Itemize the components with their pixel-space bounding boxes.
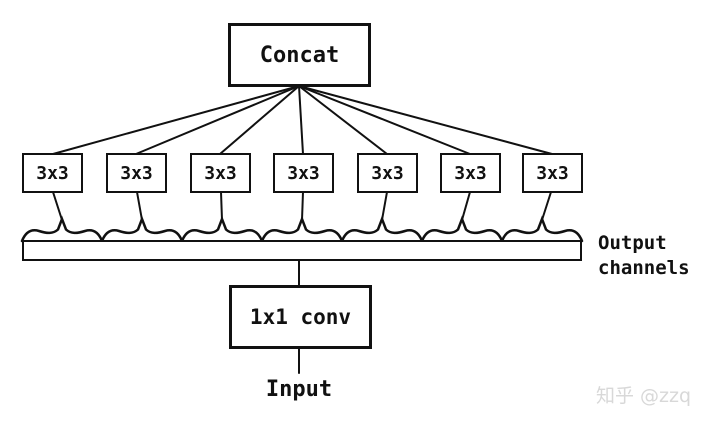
branch-node-4: 3x3 xyxy=(273,153,334,193)
output-channels-bar xyxy=(22,240,582,261)
watermark: 知乎 @zzq xyxy=(596,385,692,407)
output-channels-label: Output channels xyxy=(598,232,690,279)
branch-node-3: 3x3 xyxy=(190,153,251,193)
branch-node-6: 3x3 xyxy=(440,153,501,193)
branch-node-1: 3x3 xyxy=(22,153,83,193)
channel-braces xyxy=(20,215,584,243)
branch-node-2: 3x3 xyxy=(106,153,167,193)
concat-fan-lines xyxy=(52,85,553,155)
concat-node: Concat xyxy=(228,23,371,87)
branch-node-5: 3x3 xyxy=(357,153,418,193)
branch-node-7: 3x3 xyxy=(522,153,583,193)
branch-to-brace-lines xyxy=(52,191,552,221)
input-label: Input xyxy=(265,377,333,402)
conv-node: 1x1 conv xyxy=(229,285,372,349)
